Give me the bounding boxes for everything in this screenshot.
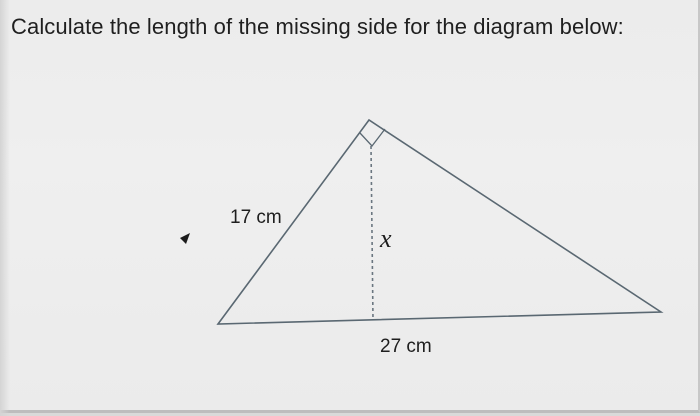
right-angle-marker <box>359 128 386 148</box>
altitude-dashed-line <box>370 145 374 321</box>
triangle-outline <box>216 118 664 325</box>
question-text: Calculate the length of the missing side… <box>11 14 624 39</box>
mouse-cursor-icon <box>180 233 190 244</box>
height-variable-label: x <box>379 224 392 253</box>
base-length-label: 27 cm <box>380 336 432 357</box>
page-edge-shadow <box>0 0 10 416</box>
side-length-label: 17 cm <box>230 207 282 228</box>
